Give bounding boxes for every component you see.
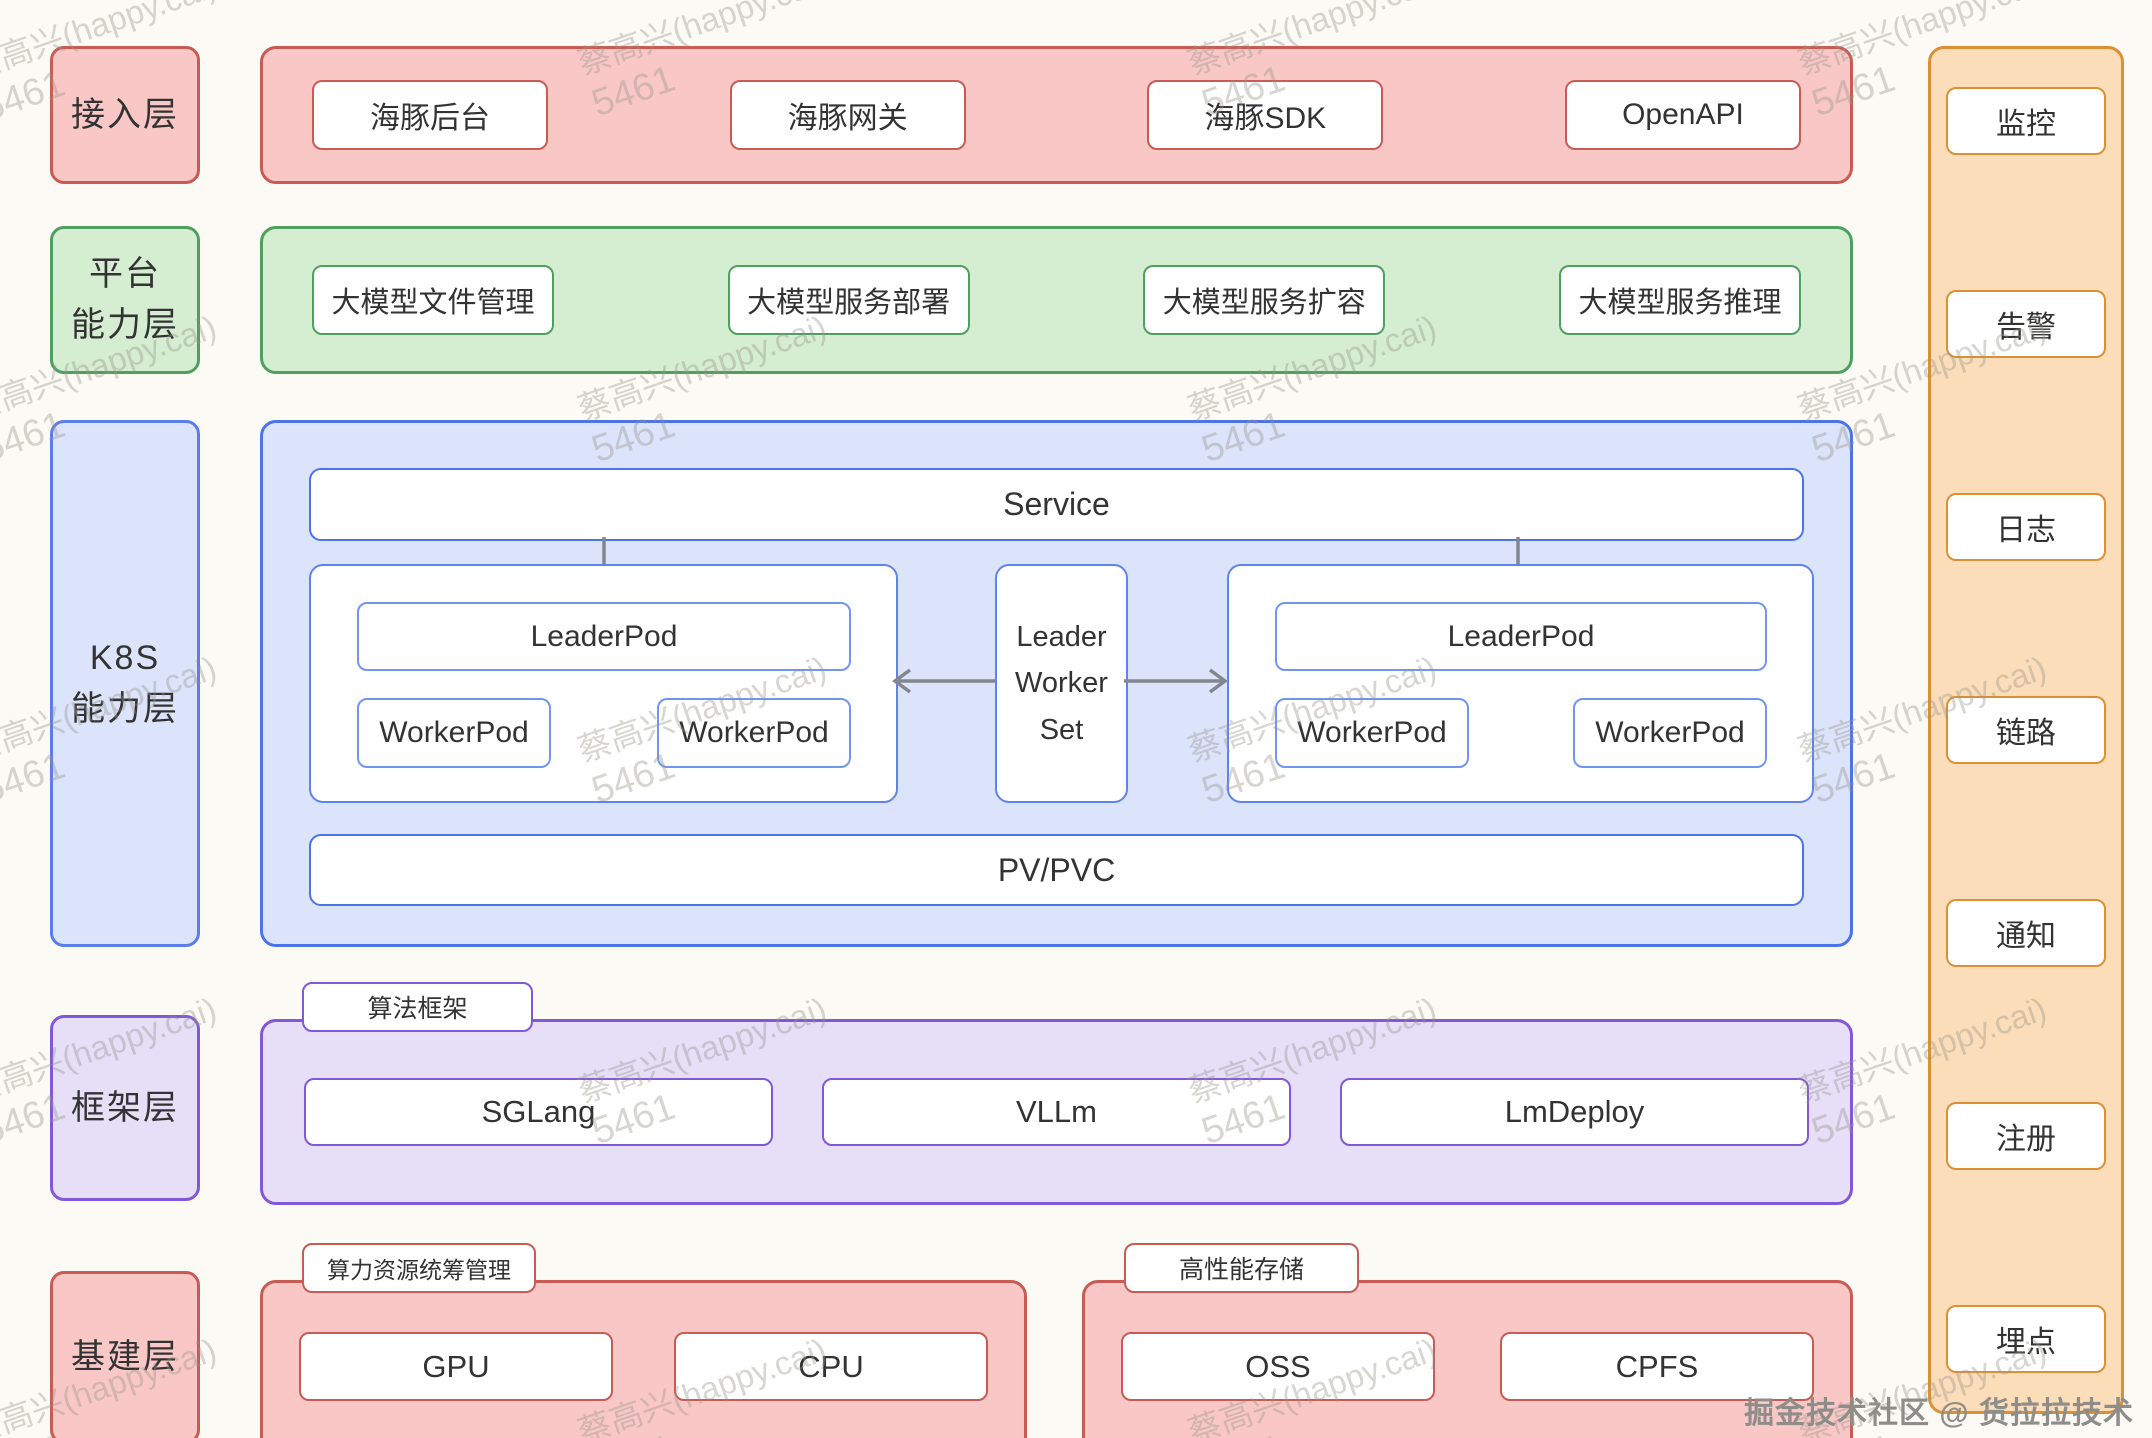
node-monitoring: 监控: [1946, 87, 2106, 155]
node-alerting: 告警: [1946, 290, 2106, 358]
node-dolphin-gateway: 海豚网关: [729, 80, 966, 150]
node-cpfs: CPFS: [1500, 1332, 1814, 1401]
node-gpu: GPU: [299, 1332, 613, 1401]
right-workers-row: WorkerPod WorkerPod: [1275, 698, 1767, 768]
node-workerpod-right-1: WorkerPod: [1275, 698, 1469, 768]
framework-layer-container: SGLang VLLm LmDeploy: [260, 1019, 1853, 1205]
layer-label-access-text: 接入层: [71, 95, 179, 134]
k8s-left-pod-group: LeaderPod WorkerPod WorkerPod: [309, 564, 898, 803]
node-leaderpod-right: LeaderPod: [1275, 602, 1767, 671]
node-model-service-inference: 大模型服务推理: [1558, 265, 1801, 335]
k8s-layer-container: Service LeaderPod WorkerPod WorkerPod: [260, 420, 1853, 947]
layer-label-platform: 平台 能力层: [50, 226, 200, 374]
node-cpu: CPU: [674, 1332, 988, 1401]
layer-label-infra-text: 基建层: [71, 1338, 179, 1376]
infra-storage-tab: 高性能存储: [1124, 1243, 1359, 1293]
node-tracking-point: 埋点: [1946, 1305, 2106, 1373]
framework-section: 算法框架 SGLang VLLm LmDeploy: [260, 982, 1853, 1205]
node-workerpod-left-1: WorkerPod: [357, 698, 551, 768]
platform-layer-container: 大模型文件管理 大模型服务部署 大模型服务扩容 大模型服务推理: [260, 226, 1853, 374]
node-model-service-scale: 大模型服务扩容: [1143, 265, 1386, 335]
infra-section: 算力资源统筹管理 GPU CPU 高性能存储 OSS CPFS: [260, 1243, 1853, 1438]
main-content-column: 海豚后台 海豚网关 海豚SDK OpenAPI 大模型文件管理 大模型服务部署 …: [260, 46, 1853, 1438]
layer-label-k8s: K8S 能力层: [50, 420, 200, 947]
k8s-right-pod-group: LeaderPod WorkerPod WorkerPod: [1227, 564, 1814, 803]
node-model-file-management: 大模型文件管理: [312, 265, 554, 335]
arrow-lws-to-right-group: [1124, 668, 1228, 694]
node-workerpod-right-2: WorkerPod: [1573, 698, 1767, 768]
node-leaderpod-left: LeaderPod: [357, 602, 851, 671]
node-pv-pvc: PV/PVC: [309, 834, 1804, 906]
node-model-service-deploy: 大模型服务部署: [727, 265, 970, 335]
access-layer-container: 海豚后台 海豚网关 海豚SDK OpenAPI: [260, 46, 1853, 184]
infra-compute-tab: 算力资源统筹管理: [302, 1243, 536, 1293]
left-workers-row: WorkerPod WorkerPod: [357, 698, 851, 768]
node-workerpod-left-2: WorkerPod: [657, 698, 851, 768]
node-notification: 通知: [1946, 899, 2106, 967]
node-lmdeploy: LmDeploy: [1340, 1078, 1809, 1146]
node-service: Service: [309, 468, 1804, 541]
node-openapi: OpenAPI: [1564, 80, 1801, 150]
diagram-layout: 接入层 平台 能力层 K8S 能力层 框架层 基建层 海豚后台 海豚网关: [50, 46, 2124, 1438]
node-vllm: VLLm: [822, 1078, 1291, 1146]
node-registration: 注册: [1946, 1102, 2106, 1170]
infra-storage-block: 高性能存储 OSS CPFS: [1082, 1243, 1853, 1438]
node-dolphin-sdk: 海豚SDK: [1147, 80, 1384, 150]
node-tracing: 链路: [1946, 696, 2106, 764]
node-dolphin-admin: 海豚后台: [312, 80, 548, 150]
layer-label-framework: 框架层: [50, 1015, 200, 1201]
node-sglang: SGLang: [304, 1078, 773, 1146]
infra-compute-container: GPU CPU: [260, 1280, 1027, 1438]
node-leader-worker-set: Leader Worker Set: [995, 564, 1128, 803]
layer-label-k8s-line2: 能力层: [71, 689, 179, 728]
node-logging: 日志: [1946, 493, 2106, 561]
layer-label-k8s-line1: K8S: [89, 638, 161, 677]
infra-compute-block: 算力资源统筹管理 GPU CPU: [260, 1243, 1027, 1438]
credit-watermark: 掘金技术社区 @ 货拉拉技术: [1744, 1397, 2134, 1430]
arrow-lws-to-left-group: [892, 668, 996, 694]
ops-panel: 监控 告警 日志 链路 通知 注册 埋点: [1928, 46, 2124, 1414]
framework-tab: 算法框架: [302, 982, 533, 1032]
layer-labels-column: 接入层 平台 能力层 K8S 能力层 框架层 基建层: [50, 46, 200, 1438]
layer-label-platform-line2: 能力层: [71, 306, 179, 344]
layer-label-infra: 基建层: [50, 1271, 200, 1438]
layer-label-access: 接入层: [50, 46, 200, 184]
infra-storage-container: OSS CPFS: [1082, 1280, 1853, 1438]
node-oss: OSS: [1121, 1332, 1435, 1401]
layer-label-framework-text: 框架层: [71, 1088, 179, 1127]
layer-label-platform-line1: 平台: [89, 255, 161, 293]
